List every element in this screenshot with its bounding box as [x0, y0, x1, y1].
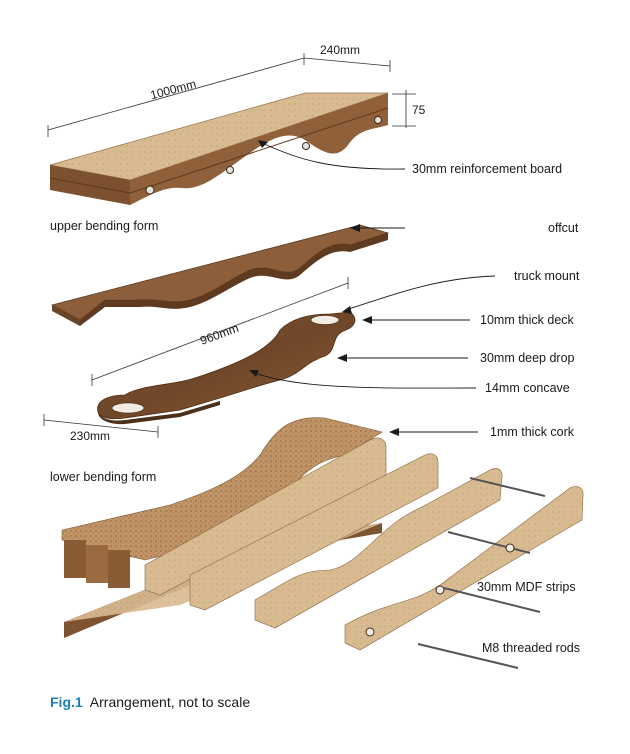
dim-width-top: 240mm: [320, 43, 360, 57]
dimension-lines-deck: [43, 277, 349, 438]
bolt-hole: [302, 142, 310, 150]
callout-deep-drop: 30mm deep drop: [480, 351, 575, 365]
upper-bending-form: [49, 92, 389, 205]
threaded-rod: [447, 531, 531, 554]
upper-form-side-face: [130, 93, 388, 205]
mdf-strip: [344, 486, 584, 651]
mdf-strip: [254, 468, 503, 629]
dim-height-top: 75: [412, 103, 426, 117]
callout-arrowheads: [249, 140, 399, 436]
label-upper-bending-form: upper bending form: [50, 219, 158, 233]
dim-width-deck: 230mm: [70, 429, 110, 443]
callout-reinforcement-board: 30mm reinforcement board: [412, 162, 562, 176]
callout-thick-deck: 10mm thick deck: [480, 313, 575, 327]
offcut: [50, 224, 390, 326]
bolt-hole: [226, 166, 234, 174]
bolt-hole: [145, 185, 155, 195]
callout-offcut: offcut: [548, 221, 579, 235]
deck: [97, 311, 356, 425]
figure-label: Fig.1: [50, 694, 83, 710]
dim-length-top: 1000mm: [149, 77, 198, 103]
exploded-diagram: 1000mm 240mm 75 upper bending form 960mm…: [43, 43, 584, 669]
callout-threaded-rods: M8 threaded rods: [482, 641, 580, 655]
figure-caption-text: Arrangement, not to scale: [89, 694, 251, 710]
callout-mdf-strips: 30mm MDF strips: [477, 580, 576, 594]
dimension-lines-upper: [47, 53, 416, 137]
callout-truck-mount: truck mount: [514, 269, 580, 283]
threaded-rod: [469, 477, 546, 497]
callout-leaders: [251, 142, 496, 433]
label-lower-bending-form: lower bending form: [50, 470, 156, 484]
mdf-strip: [189, 453, 439, 611]
figure-caption: Fig.1 Arrangement, not to scale: [50, 694, 250, 710]
threaded-rod: [417, 643, 519, 669]
callout-concave: 14mm concave: [485, 381, 570, 395]
lower-bending-form: [61, 417, 584, 669]
callout-cork: 1mm thick cork: [490, 425, 575, 439]
threaded-rod: [443, 587, 541, 613]
bolt-hole: [374, 116, 382, 124]
dim-length-deck: 960mm: [198, 321, 240, 348]
